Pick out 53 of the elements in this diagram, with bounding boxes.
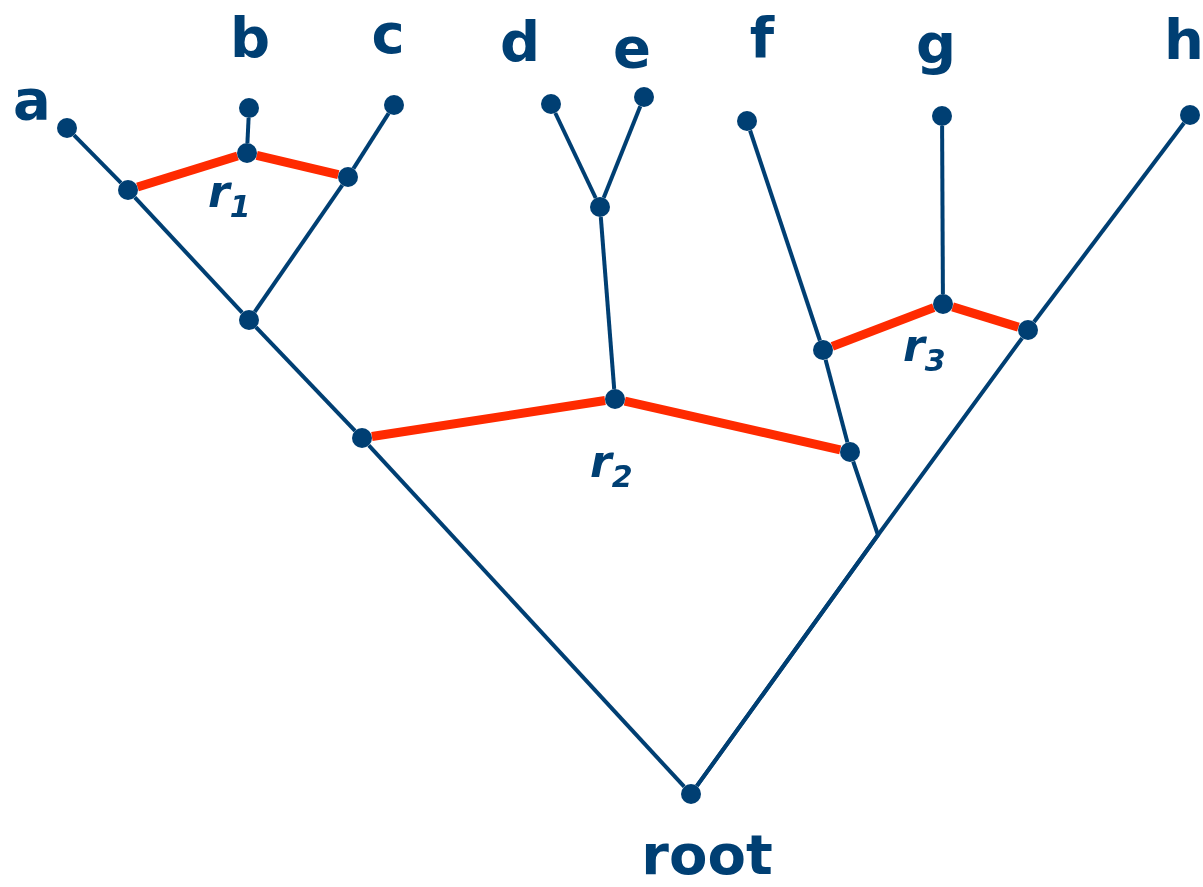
leaf-node: d	[498, 12, 561, 114]
branch-line	[253, 184, 344, 313]
branch-line	[940, 126, 945, 294]
reticulation-edge	[951, 302, 1020, 332]
branch-line	[601, 105, 643, 199]
branch-line	[254, 325, 357, 433]
leaf-node: e	[610, 18, 654, 107]
branch-line	[1032, 121, 1186, 324]
reticulation-label: r$_{3}$	[903, 322, 946, 380]
node-label: g	[915, 11, 957, 76]
node-dot	[239, 310, 259, 330]
reticulation-edge	[255, 150, 340, 180]
branch-line	[748, 129, 822, 342]
node-dot	[933, 294, 953, 314]
node-label: h	[1164, 7, 1203, 72]
branch-line	[351, 112, 391, 170]
leaf-node: g	[914, 14, 958, 126]
leaf-node: c	[366, 4, 410, 115]
reticulation-edge	[371, 396, 606, 441]
node-dot	[605, 389, 625, 409]
node-label: c	[371, 1, 405, 66]
branch-line	[695, 336, 1024, 788]
reticulation-edge	[830, 303, 936, 351]
branch-line	[823, 359, 850, 443]
branch-line	[367, 443, 686, 789]
node-label: f	[749, 5, 775, 70]
node-label: b	[229, 5, 271, 70]
reticulation-label: r$_{2}$	[590, 438, 633, 496]
node-dot	[118, 180, 138, 200]
branch-line	[245, 117, 251, 144]
leaf-node: b	[228, 8, 272, 118]
leaf-node: h	[1162, 10, 1203, 125]
reticulation-label: r$_{1}$	[208, 168, 251, 226]
leaf-node: a	[10, 70, 77, 138]
node-label: root	[641, 822, 773, 887]
root-node: root	[637, 784, 777, 885]
reticulation-edge	[623, 396, 842, 455]
node-label: d	[499, 9, 541, 74]
node-label: e	[613, 15, 651, 80]
branch-line	[133, 195, 244, 315]
node-dot	[840, 442, 860, 462]
node-dot	[237, 143, 257, 163]
branch-line	[598, 216, 617, 390]
node-dot	[1018, 320, 1038, 340]
branch-line	[553, 112, 598, 199]
node-dot	[338, 167, 358, 187]
node-dot	[352, 428, 372, 448]
node-label: a	[13, 67, 51, 132]
leaf-node: f	[737, 8, 782, 131]
reticulation-edge	[136, 151, 239, 192]
node-dot	[590, 197, 610, 217]
node-dot	[813, 340, 833, 360]
branch-line	[72, 133, 123, 185]
